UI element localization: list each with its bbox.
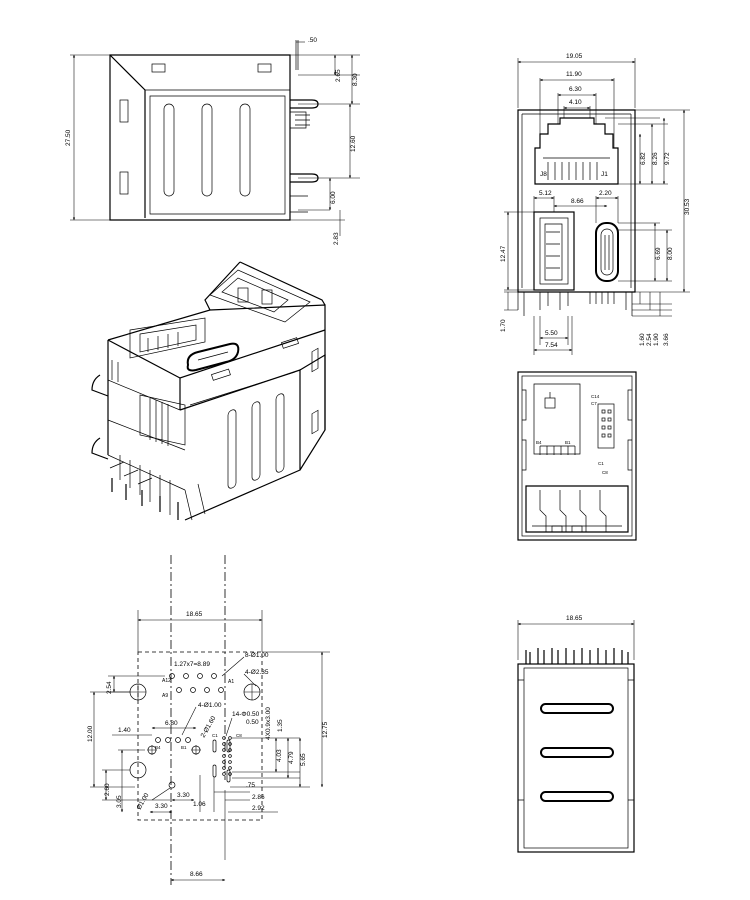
front-dim-630: 6.30 <box>569 86 582 93</box>
front-dim-826: 8.26 <box>652 152 659 165</box>
rear-dim-1865: 18.65 <box>566 615 583 622</box>
fp-dim-292: 2.92 <box>252 805 265 812</box>
pcb-footprint: 18.65 1.27x7=8.89 8-Ø1.00 4-Ø2.35 A1 A12… <box>87 555 330 885</box>
isometric-view <box>91 261 326 521</box>
fp-b1: B1 <box>181 745 187 750</box>
fp-holes-4-small: 4-Ø1.00 <box>198 702 222 709</box>
front-dim-366: 3.66 <box>663 333 670 346</box>
fp-dim-680: 6.80 <box>165 720 178 727</box>
fp-dim-479: 4.79 <box>288 751 295 764</box>
side-dim-1260: 12.60 <box>350 135 357 152</box>
front-dim-512: 5.12 <box>539 190 552 197</box>
bottom-view: B4 B1 C14 C7 C1 C8 <box>517 371 637 541</box>
fp-a12: A12 <box>162 678 171 684</box>
fp-dim-050: 0.50 <box>246 719 259 726</box>
fp-holes-8: 8-Ø1.00 <box>245 652 269 659</box>
front-dim-550: 5.50 <box>545 330 558 337</box>
front-dim-972: 9.72 <box>664 152 671 165</box>
rear-view: 18.65 <box>517 615 635 853</box>
pin-j8-label: J8 <box>540 171 547 178</box>
front-dim-190: 1.90 <box>653 333 660 346</box>
fp-a1: A1 <box>228 679 234 685</box>
fp-dim-286: 2.86 <box>252 794 265 801</box>
fp-dim-1865: 18.65 <box>186 611 203 618</box>
fp-pitch: 1.27x7=8.89 <box>174 661 210 668</box>
front-dim-220: 2.20 <box>599 190 612 197</box>
fp-a9: A9 <box>162 693 168 699</box>
fp-c1: C1 <box>212 733 218 738</box>
front-dim-3053: 30.53 <box>684 198 691 215</box>
fp-b4: B4 <box>155 745 161 750</box>
front-dim-669: 6.69 <box>655 247 662 260</box>
fp-c8: C8 <box>236 733 242 738</box>
fp-dim-403: 4.03 <box>276 749 283 762</box>
front-dim-170: 1.70 <box>500 319 507 332</box>
front-dim-754: 7.54 <box>545 342 558 349</box>
fp-dim-1275: 12.75 <box>322 721 329 738</box>
side-dim-600: 6.00 <box>330 191 337 204</box>
front-dim-866: 8.66 <box>571 198 584 205</box>
side-dim-283: 2.83 <box>333 232 340 245</box>
fp-slots: 4X0.9x3.00 <box>265 707 272 740</box>
fp-dim-565: 5.65 <box>300 753 307 766</box>
fp-dim-106: 1.06 <box>193 801 206 808</box>
side-view: .50 2.65 8.30 12.60 6.00 2.83 27.50 <box>65 37 360 245</box>
fp-pads-14: 14-Φ0.50 <box>232 711 260 718</box>
fp-dim-140: 1.40 <box>118 727 131 734</box>
front-dim-682: 6.82 <box>640 152 647 165</box>
pin-j1-label: J1 <box>601 171 608 178</box>
fp-dim-075: .75 <box>246 782 255 789</box>
front-dim-254: 2.54 <box>646 333 653 346</box>
front-dim-160: 1.60 <box>639 333 646 346</box>
bottom-b4: B4 <box>536 440 542 445</box>
side-dim-265: 2.65 <box>335 69 342 82</box>
bottom-c1: C1 <box>598 461 604 466</box>
fp-dim-330b: 3.30 <box>155 803 168 810</box>
bottom-c8: C8 <box>602 470 608 475</box>
bottom-b1: B1 <box>565 440 571 445</box>
side-dim-050: .50 <box>308 37 317 44</box>
fp-dim-254: 2.54 <box>106 681 113 694</box>
bottom-c14: C14 <box>591 394 600 399</box>
fp-dim-135: 1.35 <box>277 719 284 732</box>
fp-dim-305: 3.05 <box>116 795 123 808</box>
fp-dim-260: 2.60 <box>104 783 111 796</box>
fp-dim-330a: 3.30 <box>177 792 190 799</box>
front-dim-1190: 11.90 <box>566 71 582 78</box>
side-dim-830: 8.30 <box>352 73 359 86</box>
bottom-c7: C7 <box>591 401 597 406</box>
front-view: J8 J1 19.05 11.90 6.30 4.10 6.82 8.26 9.… <box>500 53 691 355</box>
front-dim-1905: 19.05 <box>566 53 583 60</box>
fp-dim-1200: 12.00 <box>87 725 94 742</box>
side-dim-2750: 27.50 <box>65 129 72 146</box>
front-dim-800: 8.00 <box>667 247 674 260</box>
front-dim-1247: 12.47 <box>500 245 507 262</box>
fp-dim-866: 8.66 <box>190 871 203 878</box>
front-dim-410: 4.10 <box>569 99 582 106</box>
fp-holes-4-large: 4-Ø2.35 <box>245 669 269 676</box>
